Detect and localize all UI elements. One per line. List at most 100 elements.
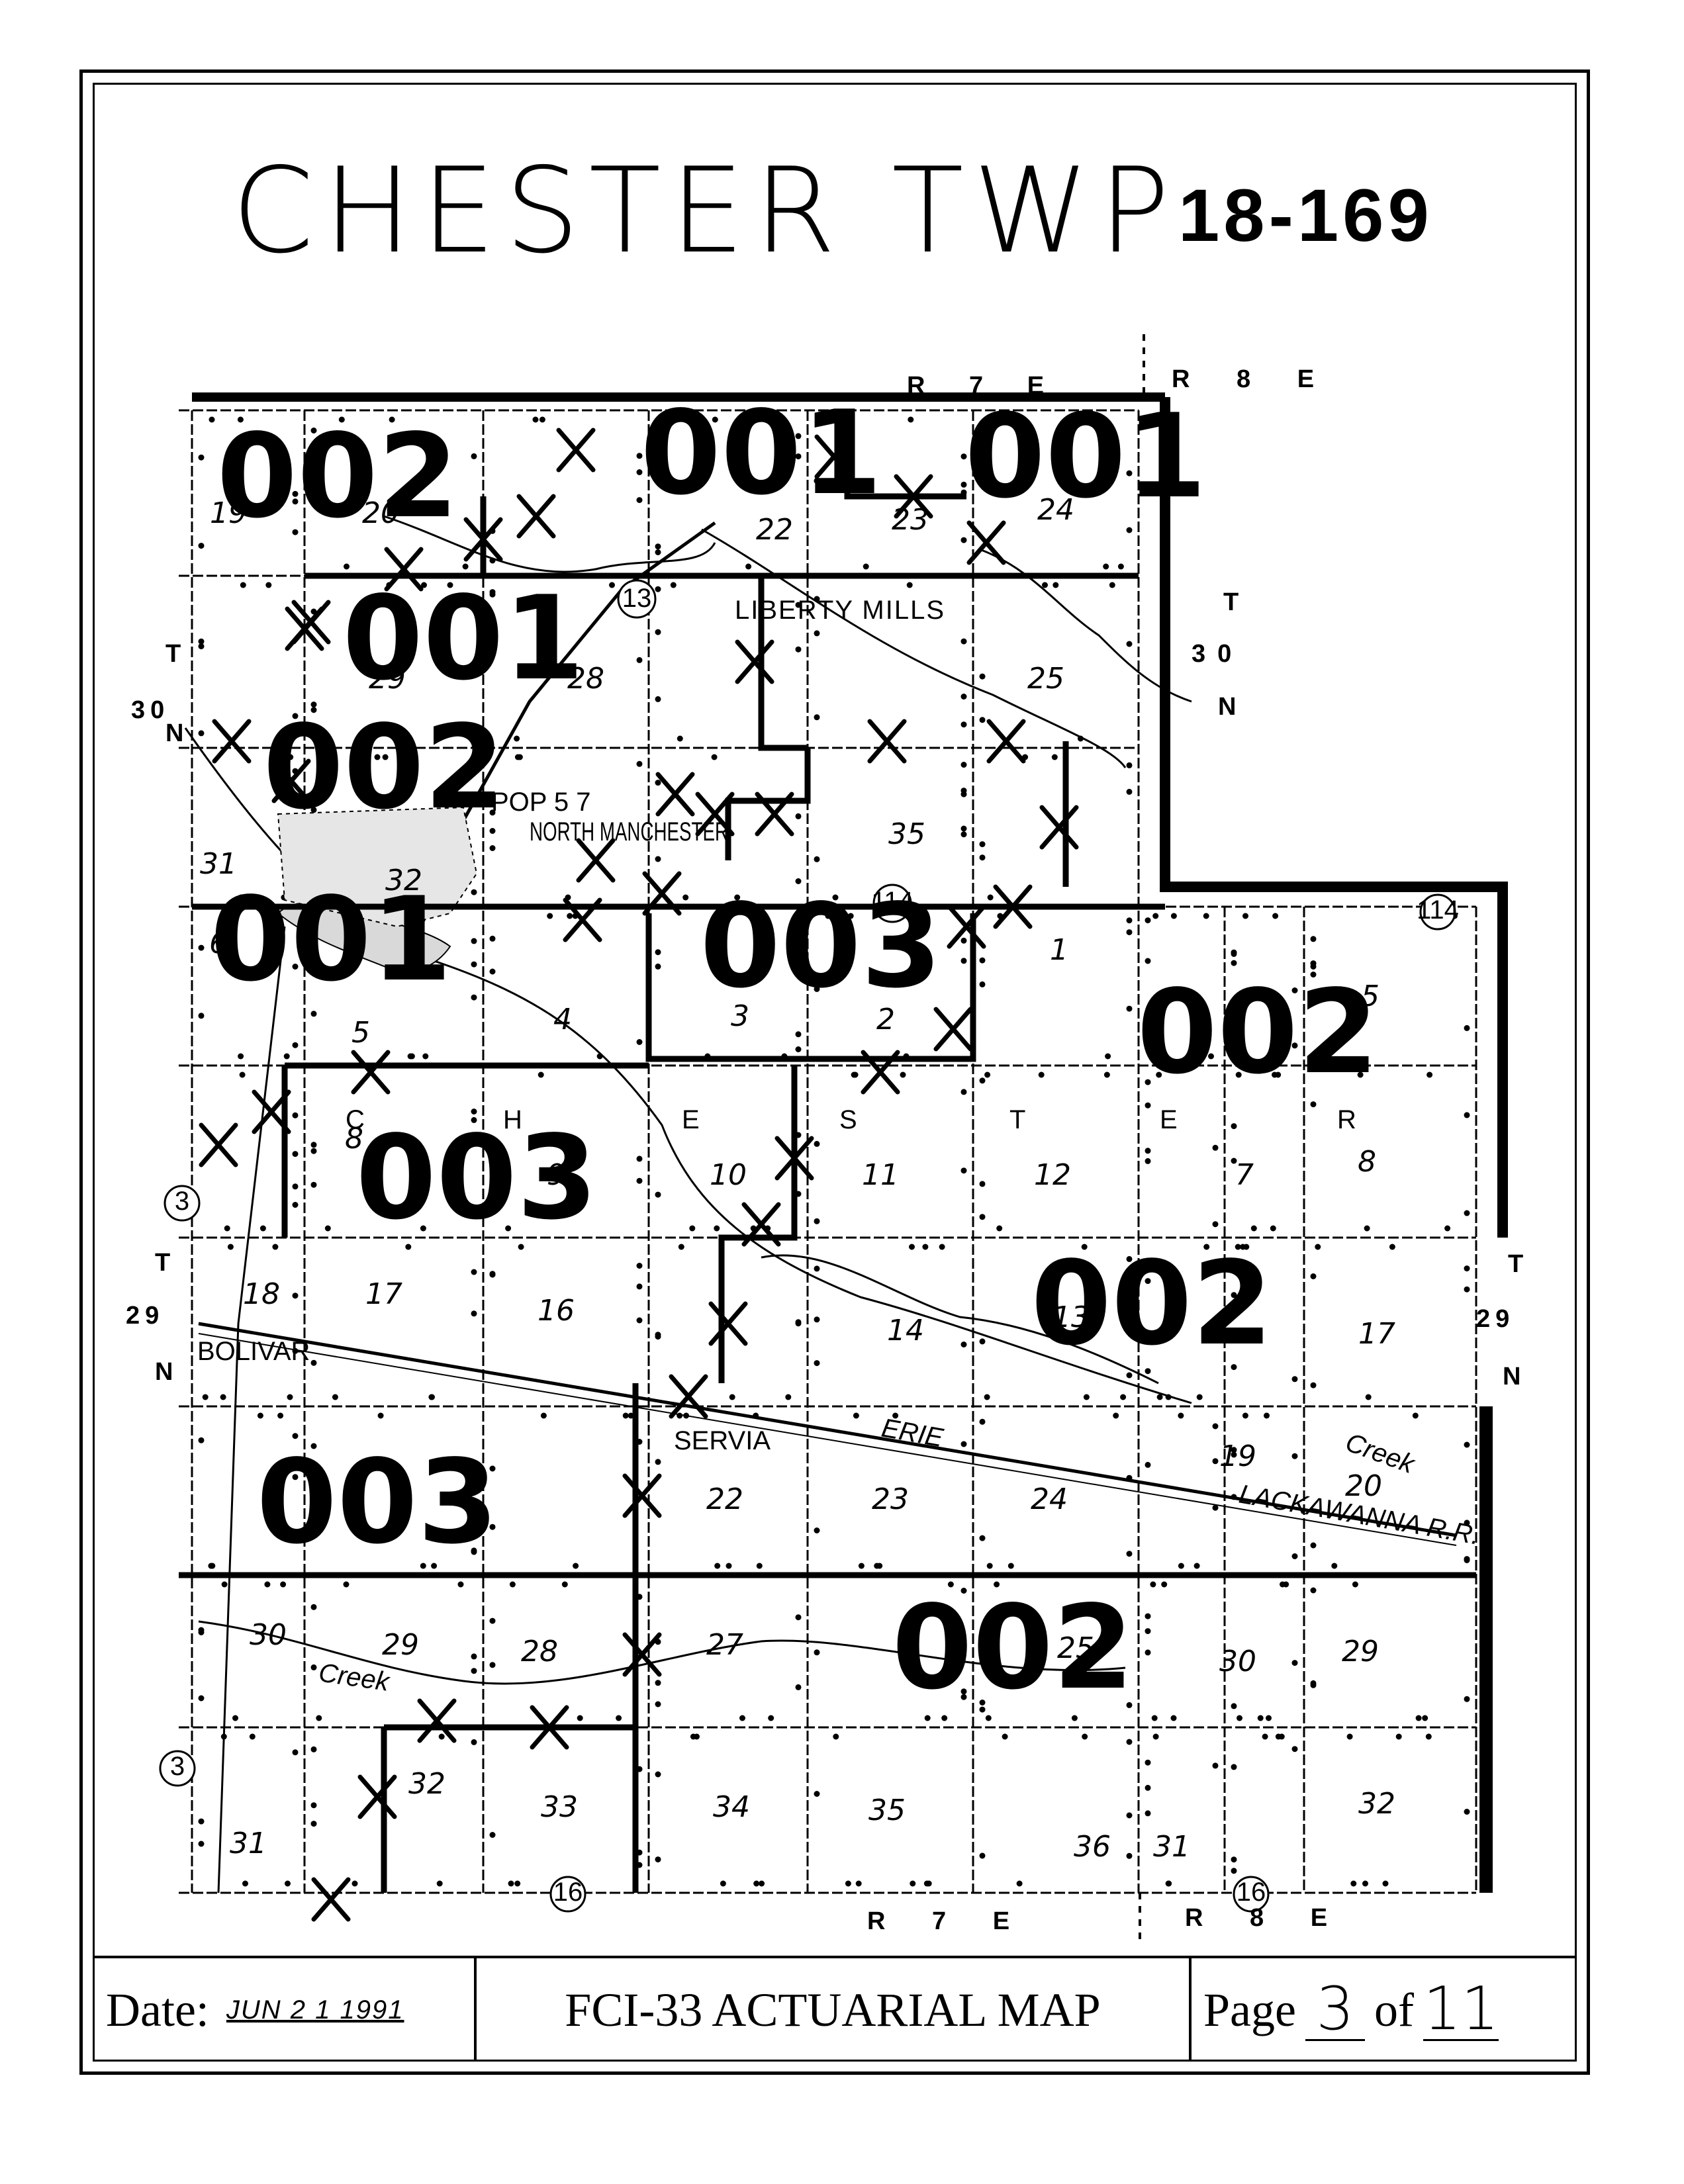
boundary-dot (280, 1581, 287, 1588)
x-mark (357, 1774, 397, 1819)
boundary-dot (795, 878, 802, 884)
route-marker-3-b: 3 (159, 1750, 196, 1787)
boundary-dot (1272, 913, 1279, 919)
boundary-dot (1212, 1458, 1219, 1465)
boundary-dot (489, 1271, 496, 1277)
boundary-dot (960, 1342, 967, 1347)
boundary-dot (471, 1109, 477, 1115)
boundary-dot (1257, 1715, 1264, 1721)
boundary-dot (489, 1662, 496, 1668)
boundary-dot (1382, 1880, 1389, 1887)
boundary-dot (561, 1581, 568, 1588)
route-marker-114-b-label: 114 (1417, 895, 1459, 925)
boundary-dot (310, 1821, 317, 1827)
boundary-dot (655, 780, 661, 786)
boundary-dot (283, 1053, 290, 1060)
boundary-dot (1427, 1071, 1433, 1078)
place-north-manchester: NORTH MANCHESTER (530, 817, 728, 846)
boundary-dot (1178, 1412, 1184, 1419)
boundary-dot (1126, 1255, 1133, 1262)
section-number: 25 (1027, 662, 1064, 696)
section-number: 17 (1358, 1317, 1395, 1351)
x-mark (563, 897, 602, 942)
boundary-dot (979, 1181, 986, 1187)
boundary-dot (960, 937, 967, 944)
boundary-dot (316, 1715, 322, 1721)
boundary-dot (242, 1880, 248, 1887)
zone-code: 001 (640, 387, 882, 521)
boundary-dot (489, 1141, 496, 1148)
route-markers: 13 114 114 16 16 3 3 (159, 579, 1459, 1913)
boundary-dot (1444, 1225, 1451, 1232)
zone-code: 003 (355, 1111, 597, 1246)
x-mark (755, 792, 794, 837)
boundary-dot (198, 1818, 205, 1825)
boundary-dot (1310, 936, 1317, 942)
boundary-dot (729, 1394, 735, 1400)
boundary-dot (489, 968, 496, 975)
boundary-dot (1422, 1715, 1428, 1721)
section-number: 30 (1219, 1645, 1256, 1678)
boundary-dot (514, 735, 520, 742)
boundary-dot (655, 549, 661, 555)
boundary-dot (1264, 1412, 1270, 1419)
x-mark (933, 1007, 973, 1052)
x-mark (252, 1089, 291, 1134)
boundary-dot (420, 1225, 426, 1232)
boundary-dot (636, 1039, 643, 1045)
boundary-dot (960, 825, 967, 832)
boundary-dot (939, 1244, 945, 1250)
boundary-dot (310, 1520, 317, 1527)
boundary-dot (238, 894, 244, 901)
section-number: 12 (1034, 1158, 1071, 1192)
boundary-dot (825, 913, 831, 919)
boundary-dot (1002, 416, 1008, 423)
boundary-dot (221, 1581, 228, 1588)
boundary-dot (1231, 1447, 1237, 1453)
section-number: 29 (369, 662, 406, 696)
boundary-dot (947, 1581, 954, 1588)
section-number: 25 (1057, 1631, 1094, 1665)
boundary-dot (389, 416, 395, 423)
boundary-dot (1365, 1394, 1372, 1400)
x-mark (351, 1050, 391, 1095)
boundary-dot (198, 543, 205, 549)
boundary-dot (1145, 1079, 1151, 1085)
boundary-dot (1464, 1024, 1470, 1031)
chester-letter-h: H (503, 1105, 522, 1134)
boundary-dot (1203, 913, 1209, 919)
township-right-t30-num: 30 (1192, 640, 1243, 668)
boundary-dot (310, 482, 317, 488)
boundary-dot (1212, 1423, 1219, 1430)
boundary-dot (1145, 1158, 1151, 1164)
section-number: 10 (710, 1158, 747, 1192)
boundary-dot (1126, 1005, 1133, 1012)
boundary-dot (814, 856, 820, 862)
boundary-dot (1415, 1715, 1422, 1721)
boundary-dot (287, 1394, 293, 1400)
boundary-dot (1161, 1581, 1168, 1588)
boundary-dot (858, 1563, 865, 1569)
boundary-dot (910, 1880, 916, 1887)
section-number: 36 (1074, 1830, 1111, 1864)
zone-code: 001 (342, 572, 584, 706)
boundary-dot (979, 673, 986, 680)
boundary-dot (208, 1563, 214, 1569)
boundary-dot (711, 754, 718, 760)
boundary-dot (1291, 1453, 1298, 1459)
chester-letter-r: R (1337, 1105, 1356, 1134)
boundary-dot (1231, 1292, 1237, 1298)
boundary-dot (636, 657, 643, 663)
boundary-dot (1231, 960, 1237, 966)
boundary-dot (655, 1459, 661, 1465)
boundary-dot (1464, 1210, 1470, 1216)
boundary-dot (292, 1293, 299, 1299)
x-mark (556, 428, 596, 473)
boundary-dot (941, 1715, 948, 1721)
boundary-dot (421, 582, 427, 588)
route-marker-3-a-label: 3 (175, 1187, 189, 1216)
section-number: 28 (567, 662, 604, 696)
boundary-dot (1425, 1733, 1432, 1740)
boundary-dot (876, 1563, 883, 1569)
boundary-dot (198, 638, 205, 645)
